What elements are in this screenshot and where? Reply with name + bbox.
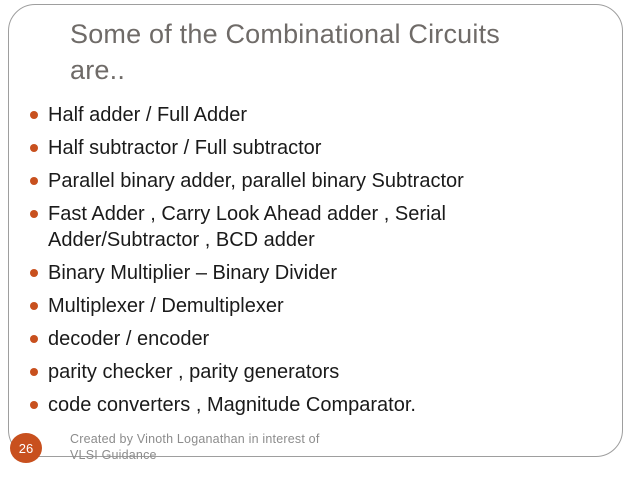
slide-border-frame [8, 4, 623, 457]
footer-credit-line-1: Created by Vinoth Loganathan in interest… [70, 432, 320, 446]
list-item-label: Fast Adder , Carry Look Ahead adder , Se… [48, 203, 446, 251]
list-item-label: Binary Multiplier – Binary Divider [48, 262, 337, 284]
bullet-icon [30, 401, 38, 409]
bullet-icon [30, 144, 38, 152]
list-item-label: Half subtractor / Full subtractor [48, 137, 322, 159]
slide-title-line-1: Some of the Combinational Circuits [70, 19, 500, 49]
bullet-icon [30, 302, 38, 310]
list-item: code converters , Magnitude Comparator. [20, 392, 553, 418]
bullet-icon [30, 177, 38, 185]
list-item-label: Multiplexer / Demultiplexer [48, 295, 284, 317]
bullet-icon [30, 210, 38, 218]
list-item: decoder / encoder [20, 326, 553, 352]
list-item-label: parity checker , parity generators [48, 361, 340, 383]
list-item: Parallel binary adder, parallel binary S… [20, 168, 553, 194]
list-item: parity checker , parity generators [20, 359, 553, 385]
list-item-label: Half adder / Full Adder [48, 104, 247, 126]
list-item: Multiplexer / Demultiplexer [20, 293, 553, 319]
list-item: Fast Adder , Carry Look Ahead adder , Se… [20, 201, 553, 253]
bullet-icon [30, 335, 38, 343]
bullet-icon [30, 269, 38, 277]
bullet-list: Half adder / Full Adder Half subtractor … [20, 102, 553, 425]
footer-credit-line-2: VLSI Guidance [70, 448, 157, 462]
list-item-label: code converters , Magnitude Comparator. [48, 394, 416, 416]
footer-credit: Created by Vinoth Loganathan in interest… [70, 431, 320, 463]
list-item: Half adder / Full Adder [20, 102, 553, 128]
list-item: Half subtractor / Full subtractor [20, 135, 553, 161]
list-item-label: Parallel binary adder, parallel binary S… [48, 170, 464, 192]
bullet-icon [30, 111, 38, 119]
page-number-badge: 26 [10, 433, 42, 463]
slide-title: Some of the Combinational Circuits are.. [70, 16, 610, 88]
slide-title-line-2: are.. [70, 55, 126, 85]
list-item: Binary Multiplier – Binary Divider [20, 260, 553, 286]
page-number: 26 [18, 440, 34, 456]
bullet-icon [30, 368, 38, 376]
list-item-label: decoder / encoder [48, 328, 210, 350]
